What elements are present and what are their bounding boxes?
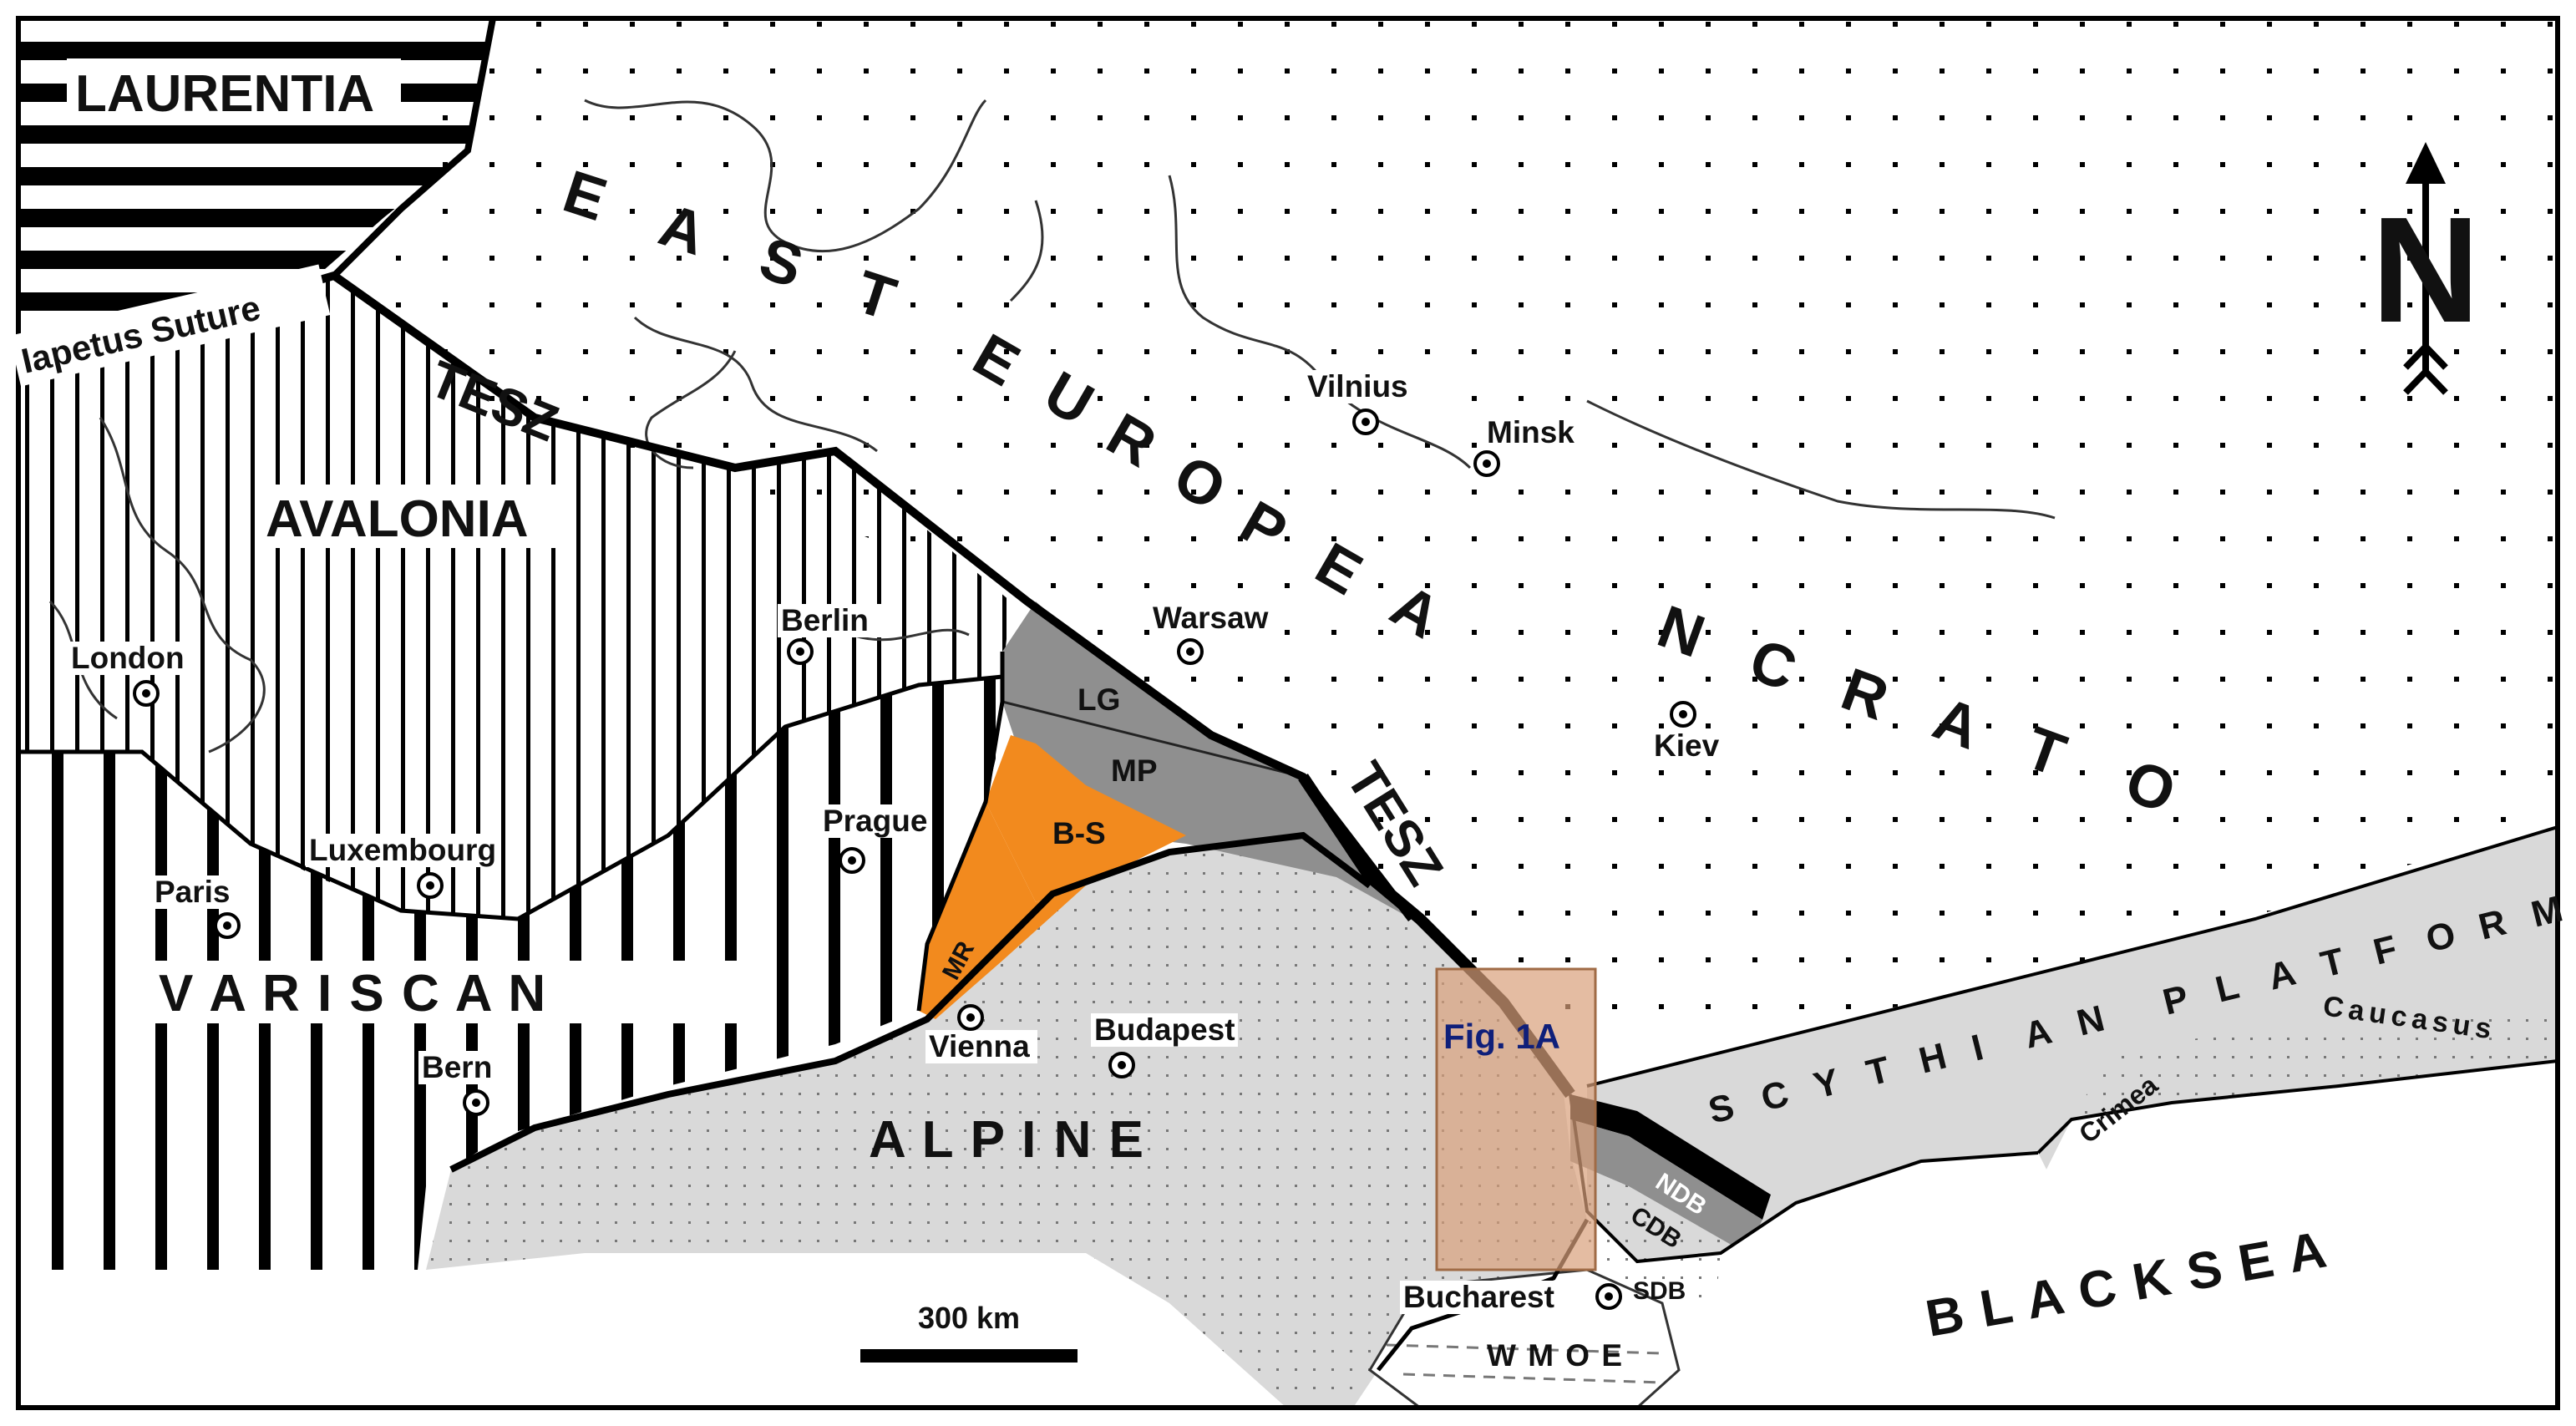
sdb-unit [1570,1161,1746,1303]
city-marker-dot [796,647,804,656]
mr-unit [919,802,1086,1019]
coastlines [48,99,2056,754]
bs-unit [986,735,1186,902]
scale-bar-line [860,1349,1078,1363]
scale-bar-label: 300 km [918,1301,1020,1335]
city-label-bg [1483,416,1578,449]
city-label-bg [778,604,890,637]
city-marker-dot [966,1013,975,1022]
city-label-bg [68,642,180,675]
caucasus-texture [2038,1011,2558,1153]
city-label-paris: Paris [155,875,231,909]
laurentia-label-box: LAURENTIA [67,58,401,125]
city-marker-dot [472,1099,480,1107]
cdb-unit [1570,1119,1762,1253]
lg-label: LG [1078,683,1120,717]
city-marker-dot [1186,647,1194,656]
variscan-label: V A R I S C A N [159,965,547,1023]
north-letter: N [2371,186,2480,354]
city-label-vienna: Vienna [929,1029,1030,1063]
north-arrow-head [2406,142,2446,184]
city-label-berlin: Berlin [781,603,869,637]
north-arrow-feather-2 [2403,367,2448,395]
scale-bar: 300 km [860,1301,1078,1363]
city-marker-dot [142,689,150,698]
alpine-label: A L P I N E [869,1111,1145,1169]
map-frame [16,16,2560,1410]
city-label-budapest: Budapest [1094,1012,1235,1047]
lg-terrane [1002,601,1303,777]
fig-1a-label: Fig. 1A [1443,1017,1560,1056]
city-marker-dot [1605,1292,1613,1301]
city-marker-dot [426,881,434,890]
city-marker-dot [1679,710,1687,718]
scythian-platform-area [1587,827,2558,1261]
east-european-craton-area [351,18,2558,1053]
city-marker-dot [223,921,231,930]
city-label-bern: Bern [422,1050,492,1084]
wmoe-label: W M O E [1487,1338,1624,1373]
city-marker-dot [1118,1061,1126,1069]
city-label-bg [1091,1013,1238,1047]
city-label-vilnius: Vilnius [1307,369,1408,403]
city-label-bg [306,834,488,867]
city-label-warsaw: Warsaw [1153,601,1269,635]
city-label-london: London [71,641,185,675]
black-sea-area [1687,1061,2558,1408]
fig-1a-box [1435,967,1597,1271]
city-label-bucharest: Bucharest [1403,1280,1554,1314]
city-label-luxembourg: Luxembourg [309,833,496,867]
city-marker-dot [848,856,856,865]
north-arrow-feather-1 [2403,342,2448,370]
mp-label: MP [1111,754,1158,788]
city-label-minsk: Minsk [1487,415,1575,449]
mp-terrane [1002,702,1412,919]
city-label-bg [1304,370,1433,403]
avalonia-label: AVALONIA [266,490,529,548]
city-label-kiev: Kiev [1654,728,1720,763]
bs-label: B-S [1052,816,1106,850]
avalonia-area [18,276,1011,919]
ndb-unit [1570,1094,1771,1220]
sdb-label: SDB [1633,1277,1686,1305]
city-label-bg [819,804,931,838]
city-marker-dot [1362,418,1370,426]
alpine-texture [426,835,1587,1408]
city-label-bg [418,1051,495,1084]
city-label-prague: Prague [823,804,927,838]
city-label-bg [1400,1281,1564,1314]
city-label-bg [1651,729,1727,763]
city-label-bg [151,875,246,909]
north-arrow: N [2371,142,2480,395]
laurentia-label: LAURENTIA [75,65,374,123]
city-label-bg [925,1030,1037,1063]
city-marker-dot [1483,459,1491,468]
city-label-bg [1149,601,1261,635]
